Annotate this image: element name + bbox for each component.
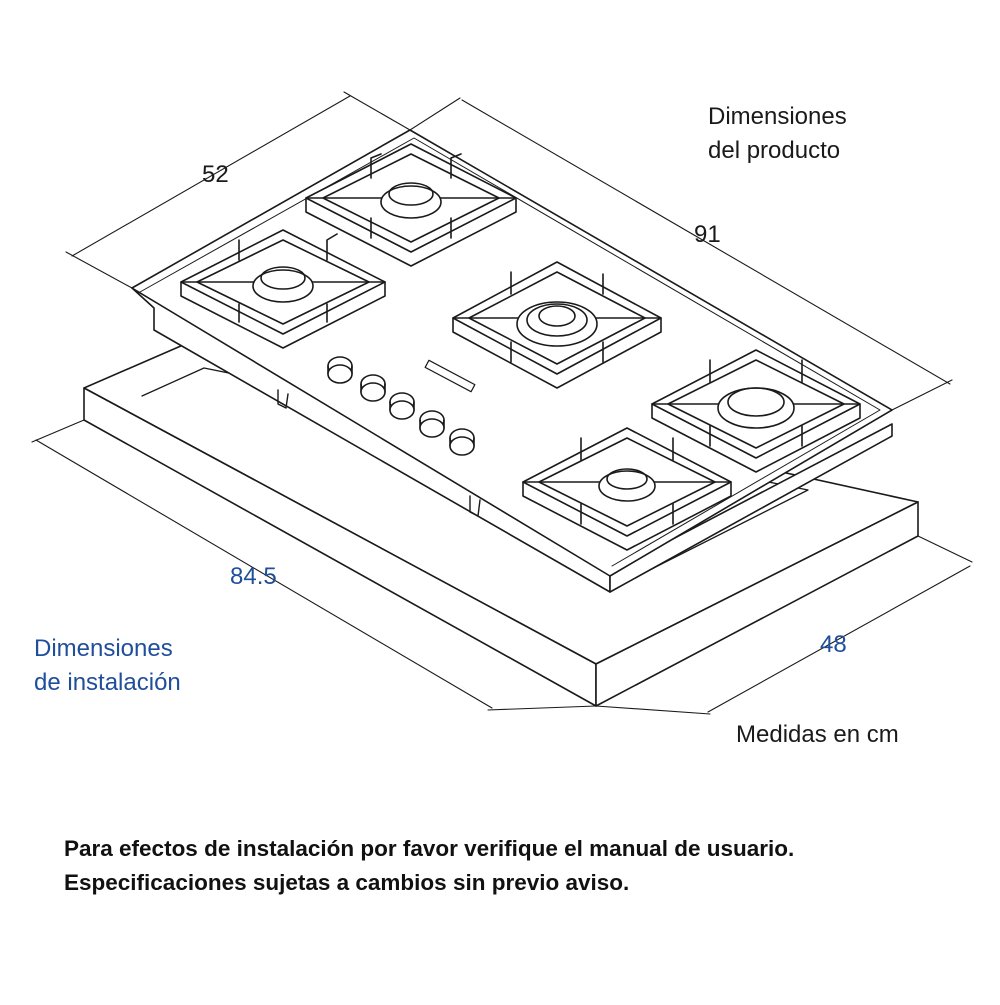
product-dimensions-title-line1: Dimensiones — [708, 103, 847, 130]
dim-line-install-depth — [595, 535, 973, 715]
knob-5 — [449, 428, 475, 456]
dim-line-product-depth — [65, 91, 411, 289]
knob-3 — [389, 392, 415, 420]
brand-plate — [424, 359, 476, 393]
product-depth-label: 52 — [202, 161, 229, 188]
dim-line-install-width — [31, 419, 597, 711]
dim-line-product-width — [409, 97, 953, 411]
knob-2 — [360, 374, 386, 402]
burner-rear-left — [305, 143, 517, 267]
burner-center-wok — [452, 261, 662, 389]
install-depth-label: 48 — [820, 631, 847, 658]
control-knobs — [327, 356, 476, 456]
install-width-label: 84.5 — [230, 563, 277, 590]
knob-4 — [419, 410, 445, 438]
footer-note-line2: Especificaciones sujetas a cambios sin p… — [64, 870, 630, 895]
footer-note-line1: Para efectos de instalación por favor ve… — [64, 836, 795, 861]
installation-dimensions-title-line2: de instalación — [34, 669, 181, 696]
product-dimensions-title-line2: del producto — [708, 137, 841, 164]
burner-rear-far-left — [180, 229, 386, 349]
installation-dimensions-title-line1: Dimensiones — [34, 635, 173, 662]
knob-1 — [327, 356, 353, 384]
units-note: Medidas en cm — [736, 721, 899, 748]
burner-front — [522, 427, 732, 551]
product-width-label: 91 — [694, 221, 721, 248]
burner-right — [651, 349, 861, 473]
